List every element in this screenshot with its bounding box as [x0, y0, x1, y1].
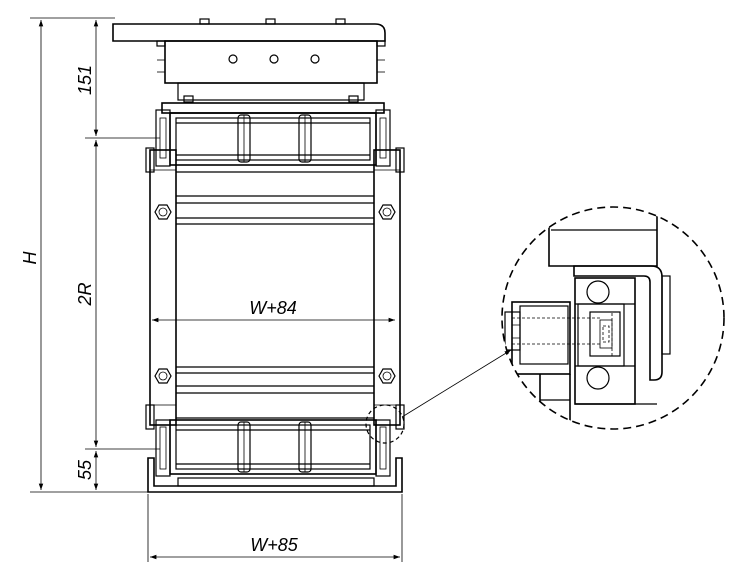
dimension-label-w-plus-85: W+85: [250, 535, 299, 555]
dimension-w-plus-84: W+84: [152, 298, 395, 323]
dimension-w-plus-85: W+85: [147, 494, 403, 562]
dimension-label-h: H: [20, 251, 40, 265]
dimension-label-2r: 2R: [75, 282, 95, 306]
dimension-label-w-plus-84: W+84: [249, 298, 297, 318]
dimension-label-55: 55: [75, 459, 95, 480]
cross-rails: [176, 171, 374, 419]
right-side-plate: [373, 147, 405, 430]
dimension-label-151: 151: [75, 65, 95, 95]
dimension-151: 151: [75, 20, 160, 139]
dimension-2r: 2R: [75, 140, 160, 450]
hex-bolt-right-lower: [378, 368, 396, 384]
upper-crossbar-assembly: [155, 102, 391, 167]
hex-bolt-left-lower: [154, 368, 172, 384]
dimension-55: 55: [75, 451, 99, 490]
bottom-guide-channel: [147, 457, 403, 493]
hex-bolt-left-upper: [154, 204, 172, 220]
top-mounting-bracket: [112, 18, 386, 103]
lower-crossbar-assembly: [155, 419, 391, 477]
dimension-h: H: [20, 17, 150, 493]
left-side-plate: [145, 147, 177, 430]
detail-callout-marker: [365, 349, 512, 444]
hex-bolt-right-upper: [378, 204, 396, 220]
enlarged-bearing-detail: [501, 206, 725, 430]
